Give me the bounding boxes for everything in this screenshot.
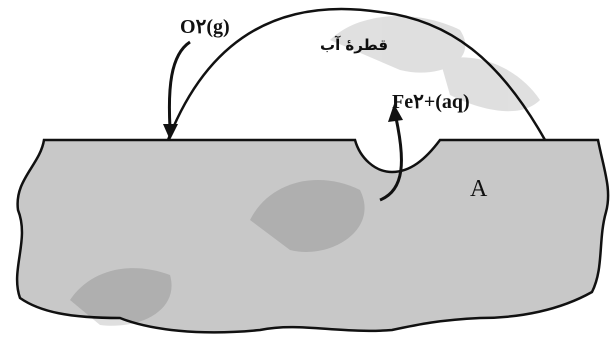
oxygen-label: O٢(g): [180, 16, 230, 38]
region-label: A: [470, 176, 488, 202]
oxygen-arrow-head: [163, 124, 178, 140]
